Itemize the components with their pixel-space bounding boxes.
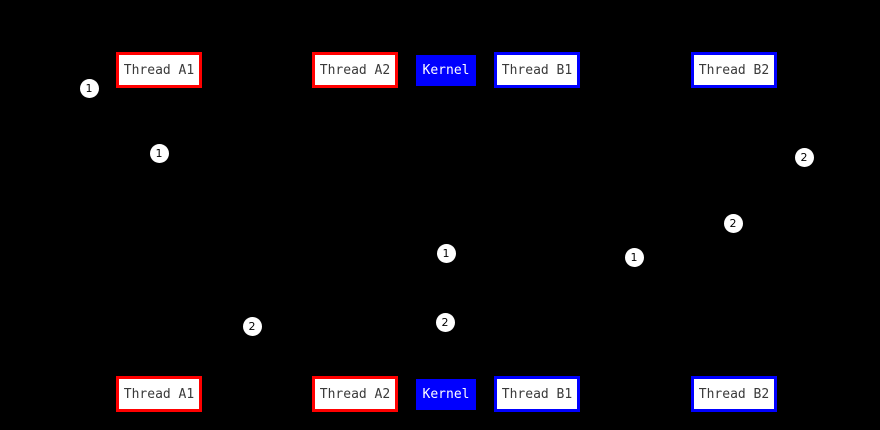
participant-box-thread-a2-bottom[interactable]: Thread A2 — [312, 376, 398, 412]
sequence-badge-number: 2 — [441, 315, 449, 329]
message-arrow-3 — [252, 326, 446, 327]
participant-box-kernel-bottom[interactable]: Kernel — [416, 379, 476, 410]
lifeline-thread-a2 — [355, 88, 356, 376]
sequence-badge-number: 2 — [800, 150, 808, 164]
lifeline-thread-a1 — [159, 88, 160, 376]
participant-box-thread-b2-bottom[interactable]: Thread B2 — [691, 376, 777, 412]
lifeline-thread-b1 — [537, 88, 538, 376]
participant-label: Thread A1 — [123, 386, 195, 402]
participant-label: Thread A2 — [319, 62, 391, 78]
sequence-badge: 2 — [242, 316, 262, 336]
participant-label: Kernel — [422, 387, 470, 402]
participant-label: Thread B1 — [501, 62, 573, 78]
participant-box-thread-b2-top[interactable]: Thread B2 — [691, 52, 777, 88]
participant-box-thread-a1-bottom[interactable]: Thread A1 — [116, 376, 202, 412]
sequence-badge: 1 — [149, 143, 169, 163]
participant-box-thread-b1-bottom[interactable]: Thread B1 — [494, 376, 580, 412]
participant-label: Thread A2 — [319, 386, 391, 402]
message-arrow-5 — [634, 257, 734, 258]
lifeline-kernel — [446, 88, 447, 376]
participant-label: Thread B2 — [698, 62, 770, 78]
participant-label: Thread B1 — [501, 386, 573, 402]
sequence-badge-number: 2 — [729, 216, 737, 230]
message-arrow-4 — [446, 253, 634, 254]
sequence-badge: 2 — [723, 213, 743, 233]
participant-box-kernel-top[interactable]: Kernel — [416, 55, 476, 86]
sequence-badge: 2 — [435, 312, 455, 332]
sequence-badge: 1 — [79, 78, 99, 98]
participant-box-thread-a1-top[interactable]: Thread A1 — [116, 52, 202, 88]
participant-box-thread-a2-top[interactable]: Thread A2 — [312, 52, 398, 88]
participant-label: Thread B2 — [698, 386, 770, 402]
sequence-badge-number: 1 — [442, 246, 450, 260]
sequence-badge-number: 1 — [155, 146, 163, 160]
sequence-badge: 1 — [436, 243, 456, 263]
sequence-badge-number: 1 — [630, 250, 638, 264]
sequence-badge: 1 — [624, 247, 644, 267]
participant-box-thread-b1-top[interactable]: Thread B1 — [494, 52, 580, 88]
participant-label: Kernel — [422, 63, 470, 78]
message-arrow-6 — [734, 223, 804, 224]
participant-label: Thread A1 — [123, 62, 195, 78]
message-arrow-1 — [89, 88, 159, 89]
sequence-badge: 2 — [794, 147, 814, 167]
sequence-badge-number: 1 — [85, 81, 93, 95]
message-arrow-2 — [159, 153, 252, 154]
sequence-badge-number: 2 — [248, 319, 256, 333]
